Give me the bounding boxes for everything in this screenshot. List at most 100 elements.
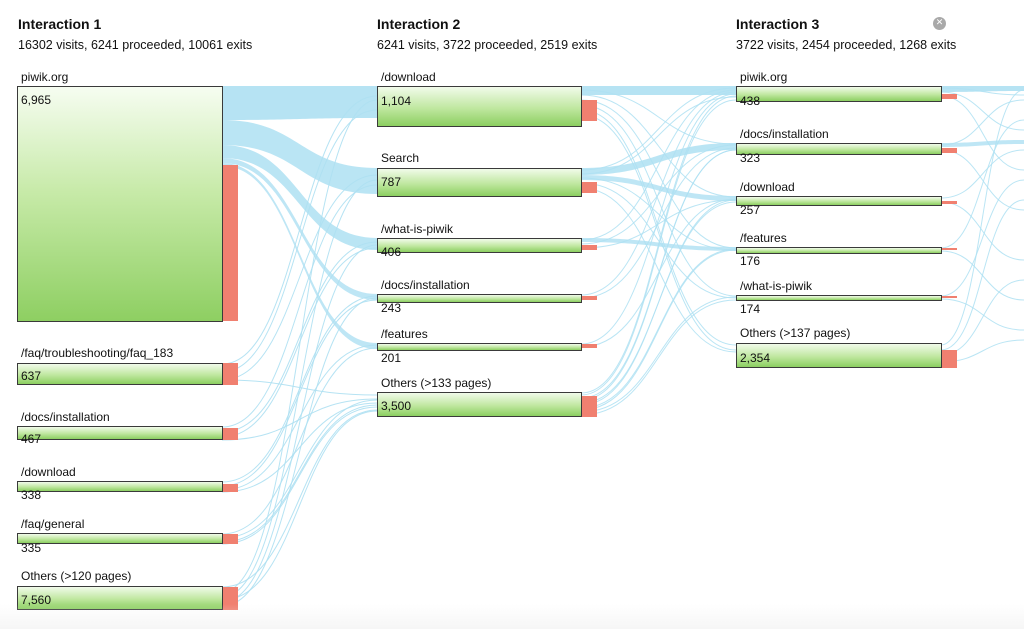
node-value: 438 bbox=[740, 94, 761, 108]
flow-link bbox=[580, 149, 737, 401]
flow-link bbox=[580, 248, 737, 409]
node-bar[interactable] bbox=[17, 481, 223, 492]
flow-link bbox=[940, 99, 1024, 146]
exit-bar bbox=[941, 148, 957, 153]
flow-link bbox=[221, 398, 378, 441]
flow-link bbox=[940, 119, 1024, 249]
exit-bar bbox=[581, 182, 597, 193]
exit-bar bbox=[222, 534, 238, 544]
node-value: 201 bbox=[381, 351, 402, 365]
flow-link bbox=[221, 347, 378, 535]
node-bar[interactable] bbox=[736, 295, 942, 301]
node-bar[interactable] bbox=[17, 533, 223, 544]
node-bar[interactable] bbox=[377, 168, 582, 197]
flow-link bbox=[221, 184, 378, 428]
node-value: 323 bbox=[740, 151, 761, 165]
node-bar[interactable] bbox=[17, 426, 223, 440]
exit-bar bbox=[941, 201, 957, 204]
flow-link bbox=[581, 86, 736, 95]
node-bar[interactable] bbox=[377, 86, 582, 127]
flow-link bbox=[580, 249, 737, 411]
node-value: 6,965 bbox=[21, 93, 52, 107]
node-label: /docs/installation bbox=[381, 278, 470, 292]
exit-bar bbox=[222, 428, 238, 440]
node-label: /what-is-piwik bbox=[381, 222, 454, 236]
node-bar[interactable] bbox=[17, 86, 223, 322]
flow-link bbox=[221, 247, 378, 438]
exit-bar bbox=[581, 245, 597, 250]
node-label: /what-is-piwik bbox=[740, 279, 813, 293]
close-icon[interactable]: ✕ bbox=[933, 17, 946, 30]
node-value: 338 bbox=[21, 488, 42, 502]
node-value: 637 bbox=[21, 369, 42, 383]
node-label: /features bbox=[381, 327, 428, 341]
exit-bar bbox=[581, 344, 597, 348]
node-label: Others (>120 pages) bbox=[21, 569, 132, 583]
flow-link bbox=[940, 298, 1024, 331]
flow-link bbox=[580, 296, 737, 413]
exit-bar bbox=[941, 350, 957, 368]
flow-link bbox=[580, 95, 737, 394]
node-label: piwik.org bbox=[21, 70, 69, 84]
node-bar[interactable] bbox=[17, 363, 223, 385]
node-bar[interactable] bbox=[736, 343, 942, 368]
node-label: Others (>137 pages) bbox=[740, 326, 851, 340]
exit-bar bbox=[941, 296, 957, 298]
flow-link bbox=[580, 91, 737, 296]
node-label: piwik.org bbox=[740, 70, 788, 84]
node-label: /docs/installation bbox=[21, 410, 110, 424]
flow-link bbox=[221, 404, 378, 543]
flow-link bbox=[221, 410, 378, 601]
flow-link bbox=[581, 143, 736, 175]
flow-link bbox=[221, 241, 378, 433]
flow-link bbox=[940, 179, 1024, 297]
flow-link bbox=[222, 86, 377, 120]
interaction-3-title: Interaction 3 bbox=[736, 16, 820, 32]
node-bar[interactable] bbox=[736, 143, 942, 155]
flow-link bbox=[940, 87, 1024, 96]
exit-bar bbox=[581, 296, 597, 300]
node-label: /faq/general bbox=[21, 517, 85, 531]
flow-link bbox=[580, 99, 737, 249]
interaction-3-stats: 3722 visits, 2454 proceeded, 1268 exits bbox=[736, 38, 957, 52]
exit-bar bbox=[581, 396, 597, 417]
node-value: 406 bbox=[381, 245, 402, 259]
exit-bar bbox=[222, 484, 238, 492]
node-bar[interactable] bbox=[736, 247, 942, 254]
node-value: 2,354 bbox=[740, 351, 771, 365]
node-label: Search bbox=[381, 151, 420, 165]
flow-link bbox=[580, 299, 737, 416]
flow-link bbox=[222, 163, 377, 349]
flow-link bbox=[221, 344, 378, 491]
exit-bar bbox=[222, 165, 238, 321]
flow-link bbox=[941, 86, 1024, 92]
node-value: 1,104 bbox=[381, 94, 412, 108]
node-bar[interactable] bbox=[736, 86, 942, 102]
node-value: 174 bbox=[740, 302, 761, 316]
flow-link bbox=[580, 89, 737, 145]
exit-bar bbox=[581, 100, 597, 121]
node-value: 243 bbox=[381, 301, 402, 315]
flow-link bbox=[221, 99, 378, 593]
flow-link bbox=[580, 87, 737, 171]
node-bar[interactable] bbox=[736, 196, 942, 206]
flow-link bbox=[222, 120, 377, 194]
interaction-1-stats: 16302 visits, 6241 proceeded, 10061 exit… bbox=[18, 38, 253, 52]
interaction-1-title: Interaction 1 bbox=[18, 16, 102, 32]
node-label: /download bbox=[381, 70, 436, 84]
node-value: 176 bbox=[740, 254, 761, 268]
node-bar[interactable] bbox=[377, 392, 582, 417]
node-bar[interactable] bbox=[377, 343, 582, 351]
flow-link bbox=[580, 89, 737, 241]
flow-link bbox=[221, 399, 378, 539]
flow-link bbox=[221, 406, 378, 545]
flow-link bbox=[580, 177, 737, 251]
node-label: /download bbox=[740, 180, 795, 194]
node-label: Others (>133 pages) bbox=[381, 376, 492, 390]
node-bar[interactable] bbox=[377, 238, 582, 253]
node-bar[interactable] bbox=[377, 294, 582, 303]
node-label: /docs/installation bbox=[740, 127, 829, 141]
flow-link bbox=[221, 109, 378, 373]
node-value: 335 bbox=[21, 541, 42, 555]
